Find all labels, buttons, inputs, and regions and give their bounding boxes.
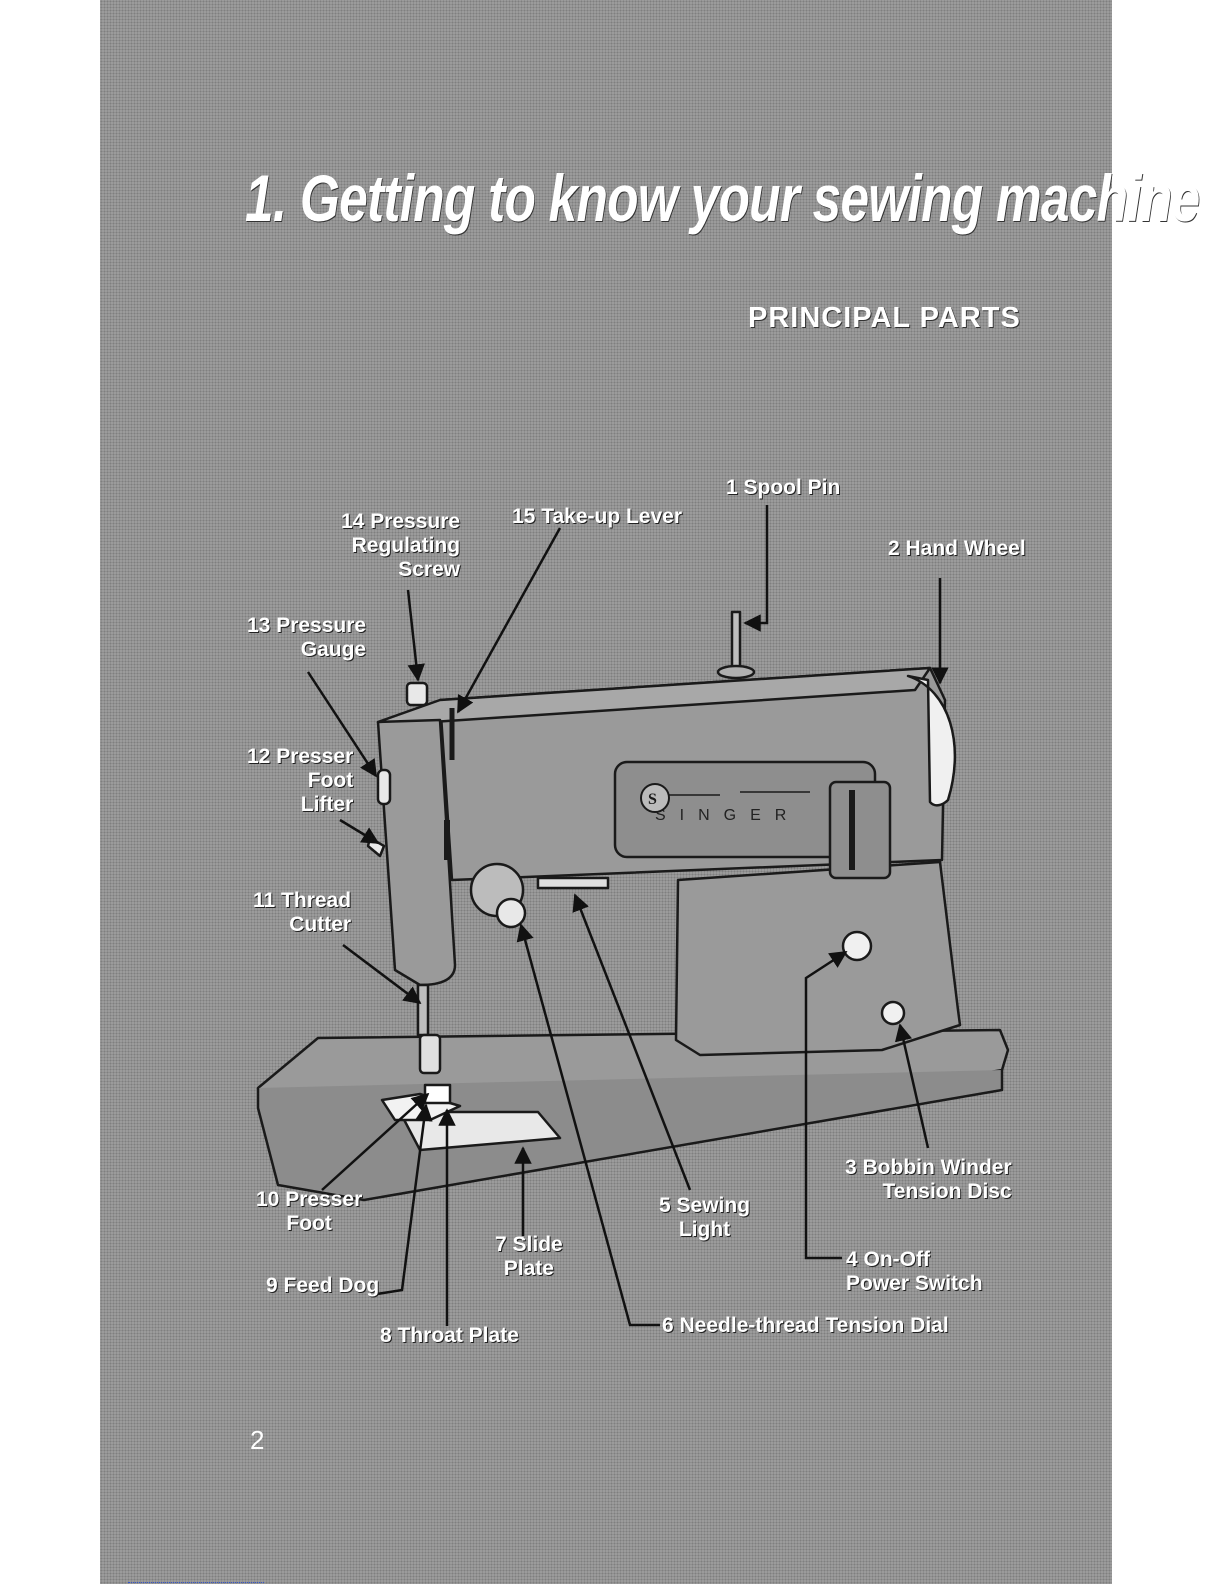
label-feed-dog: 9 Feed Dog bbox=[266, 1274, 380, 1297]
leader-power-switch bbox=[804, 950, 848, 1260]
leader-pressure-screw bbox=[406, 589, 425, 682]
sewing-light-shape bbox=[536, 876, 610, 890]
label-presser-foot-lifter: 12 Presser Foot Lifter bbox=[247, 745, 354, 816]
singer-logo-letter: S bbox=[648, 791, 657, 808]
leader-pressure-gauge bbox=[306, 671, 378, 778]
label-hand-wheel: 2 Hand Wheel bbox=[888, 537, 1026, 560]
label-slide-plate: 7 Slide Plate bbox=[495, 1233, 563, 1280]
leader-feed-dog bbox=[376, 1103, 433, 1296]
leader-tension-dial bbox=[516, 923, 660, 1327]
label-on-off-power-switch: 4 On-Off Power Switch bbox=[846, 1248, 983, 1295]
leader-presser-foot bbox=[321, 1092, 430, 1191]
leader-presser-foot-lifter bbox=[339, 818, 380, 845]
singer-logo-badge bbox=[640, 783, 670, 813]
tension-disc-shape bbox=[880, 1000, 906, 1026]
leader-take-up-lever bbox=[456, 527, 562, 714]
machine-head bbox=[376, 718, 457, 987]
label-bobbin-winder-tension-disc: 3 Bobbin Winder Tension Disc bbox=[845, 1156, 1012, 1203]
sewing-machine-illustration bbox=[256, 610, 1010, 1202]
label-needle-thread-tension-dial: 6 Needle-thread Tension Dial bbox=[662, 1314, 949, 1337]
leader-sewing-light bbox=[572, 893, 692, 1191]
hand-wheel-shape bbox=[906, 674, 956, 807]
label-spool-pin: 1 Spool Pin bbox=[726, 476, 841, 499]
label-take-up-lever: 15 Take-up Lever bbox=[512, 505, 683, 528]
label-pressure-gauge: 13 Pressure Gauge bbox=[247, 614, 367, 661]
power-switch-shape bbox=[841, 930, 873, 962]
bottom-edge-link-mark bbox=[128, 1582, 264, 1583]
label-sewing-light: 5 Sewing Light bbox=[659, 1194, 751, 1241]
brand-lettering: SINGER bbox=[655, 807, 800, 824]
label-pressure-regulating-screw: 14 Pressure Regulating Screw bbox=[341, 510, 461, 581]
page-number: 2 bbox=[250, 1425, 265, 1455]
leader-thread-cutter bbox=[342, 944, 422, 1005]
stitch-selector-panel bbox=[828, 780, 892, 880]
leader-bobbin-winder bbox=[894, 1023, 930, 1149]
machine-pillar bbox=[674, 860, 962, 1057]
pressure-screw-shape bbox=[405, 681, 429, 707]
label-presser-foot: 10 Presser Foot bbox=[256, 1188, 363, 1235]
label-thread-cutter: 11 Thread Cutter bbox=[253, 889, 352, 936]
spool-pin-shape bbox=[730, 610, 742, 672]
section-heading: PRINCIPAL PARTS bbox=[748, 302, 1021, 334]
label-throat-plate: 8 Throat Plate bbox=[380, 1324, 519, 1347]
presser-foot-shape bbox=[423, 1083, 452, 1105]
leader-spool-pin bbox=[743, 505, 769, 632]
pressure-gauge-shape bbox=[376, 768, 392, 806]
